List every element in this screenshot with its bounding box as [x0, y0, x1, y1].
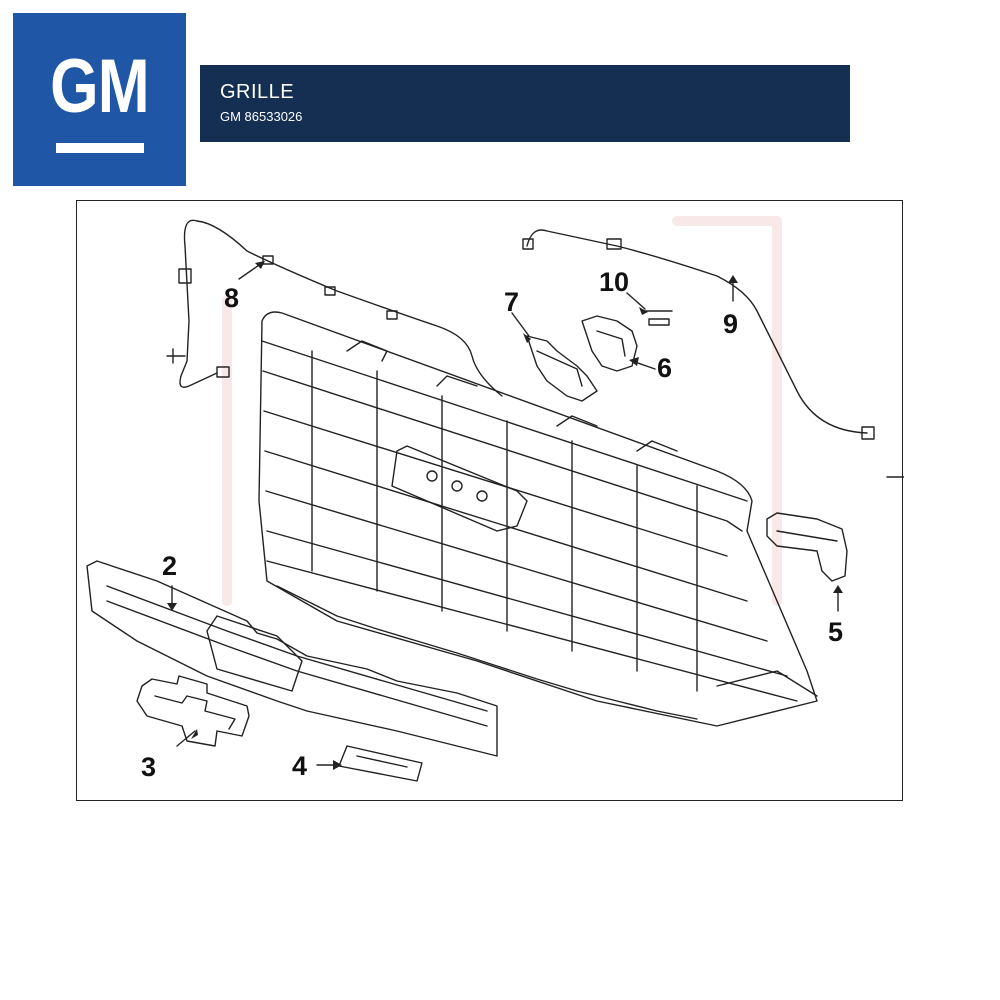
part-number: GM 86533026 — [220, 109, 303, 124]
arrowheads — [167, 261, 843, 770]
grille-assembly — [258, 311, 818, 727]
bracket-7 — [526, 335, 598, 402]
leader-10 — [626, 292, 646, 310]
header-bar: GRILLE GM 86533026 — [200, 65, 850, 142]
callout-2: 2 — [162, 551, 177, 581]
logo-text: GM — [50, 44, 150, 129]
wiring-harness-left — [166, 219, 503, 397]
callout-3: 3 — [141, 752, 156, 782]
watermark — [222, 216, 782, 606]
callout-10: 10 — [599, 267, 629, 297]
callout-8: 8 — [224, 283, 239, 313]
callout-5: 5 — [828, 617, 843, 647]
bowtie-3 — [136, 675, 250, 747]
callout-7: 7 — [504, 287, 519, 317]
callout-6: 6 — [657, 353, 672, 383]
bracket-5 — [766, 512, 848, 582]
parts-diagram: 1 2 3 4 5 6 7 8 9 10 — [76, 200, 904, 801]
badge-4 — [338, 745, 423, 782]
part-title: GRILLE — [220, 81, 295, 103]
clip-6 — [581, 315, 638, 372]
callout-4: 4 — [292, 751, 307, 781]
leader-7 — [511, 312, 530, 337]
gm-logo: GM — [13, 13, 186, 186]
leader-3 — [176, 730, 196, 747]
diagram-drawing: 1 2 3 4 5 6 7 8 9 10 — [86, 216, 904, 782]
wiring-harness-right — [522, 229, 875, 440]
pin-10 — [644, 310, 673, 326]
callout-9: 9 — [723, 309, 738, 339]
molding-2 — [86, 560, 498, 757]
logo-underline — [56, 143, 144, 153]
